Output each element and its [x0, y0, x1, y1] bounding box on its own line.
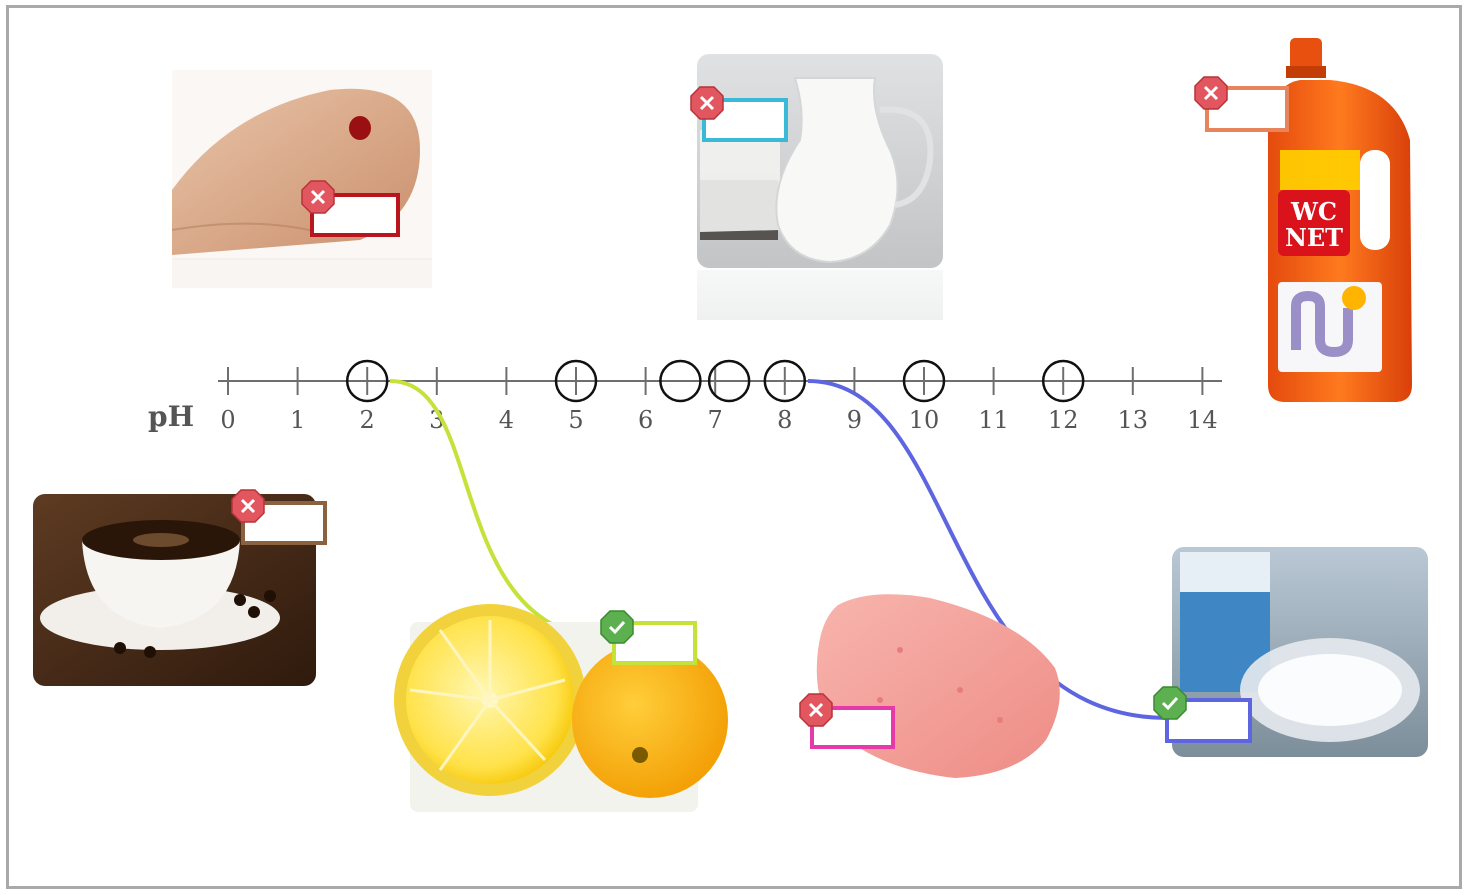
ph-tick-label: 10	[909, 406, 940, 434]
product-label-line1: WC	[1290, 197, 1337, 226]
milk-answer-box[interactable]	[702, 98, 788, 142]
ph-tick-label: 0	[220, 406, 235, 434]
ph-tick-label: 2	[360, 406, 375, 434]
ph-drop-target[interactable]	[554, 359, 598, 403]
ph-tick-label: 7	[708, 406, 723, 434]
ph-tick-label: 11	[978, 406, 1009, 434]
ph-tick-label: 14	[1187, 406, 1218, 434]
milk-incorrect-icon	[690, 86, 724, 120]
blood-answer-box[interactable]	[310, 193, 400, 237]
ph-tick-label: 5	[568, 406, 583, 434]
ph-tick-label: 3	[429, 406, 444, 434]
baking-soda-correct-icon	[1153, 686, 1187, 720]
ph-axis-label: pH	[148, 400, 194, 433]
milk-photo	[697, 54, 943, 320]
ph-drop-target[interactable]	[763, 359, 807, 403]
ph-tick-label: 9	[847, 406, 862, 434]
ph-drop-target[interactable]	[1041, 359, 1085, 403]
drain-cleaner-photo: WC NET	[1268, 38, 1412, 402]
ph-drop-target[interactable]	[902, 359, 946, 403]
soap-photo	[816, 594, 1060, 778]
ph-tick-label: 8	[777, 406, 792, 434]
blood-drop-icon	[349, 116, 371, 140]
ph-tick-label: 13	[1118, 406, 1149, 434]
blood-incorrect-icon	[301, 180, 335, 214]
product-label-line2: NET	[1285, 223, 1343, 252]
drain-cleaner-incorrect-icon	[1194, 76, 1228, 110]
lemon-photo	[394, 604, 728, 812]
blood-photo	[171, 70, 432, 288]
ph-tick-label: 4	[499, 406, 514, 434]
ph-tick-label: 6	[638, 406, 653, 434]
ph-tick-label: 12	[1048, 406, 1079, 434]
lemon-correct-icon	[600, 610, 634, 644]
ph-tick-label: 1	[290, 406, 305, 434]
soap-incorrect-icon	[799, 693, 833, 727]
coffee-incorrect-icon	[231, 489, 265, 523]
baking-soda-connection-line	[807, 379, 1169, 720]
ph-drop-target[interactable]	[345, 359, 389, 403]
ph-drop-target[interactable]	[707, 359, 751, 403]
ph-drop-target[interactable]	[659, 359, 702, 403]
